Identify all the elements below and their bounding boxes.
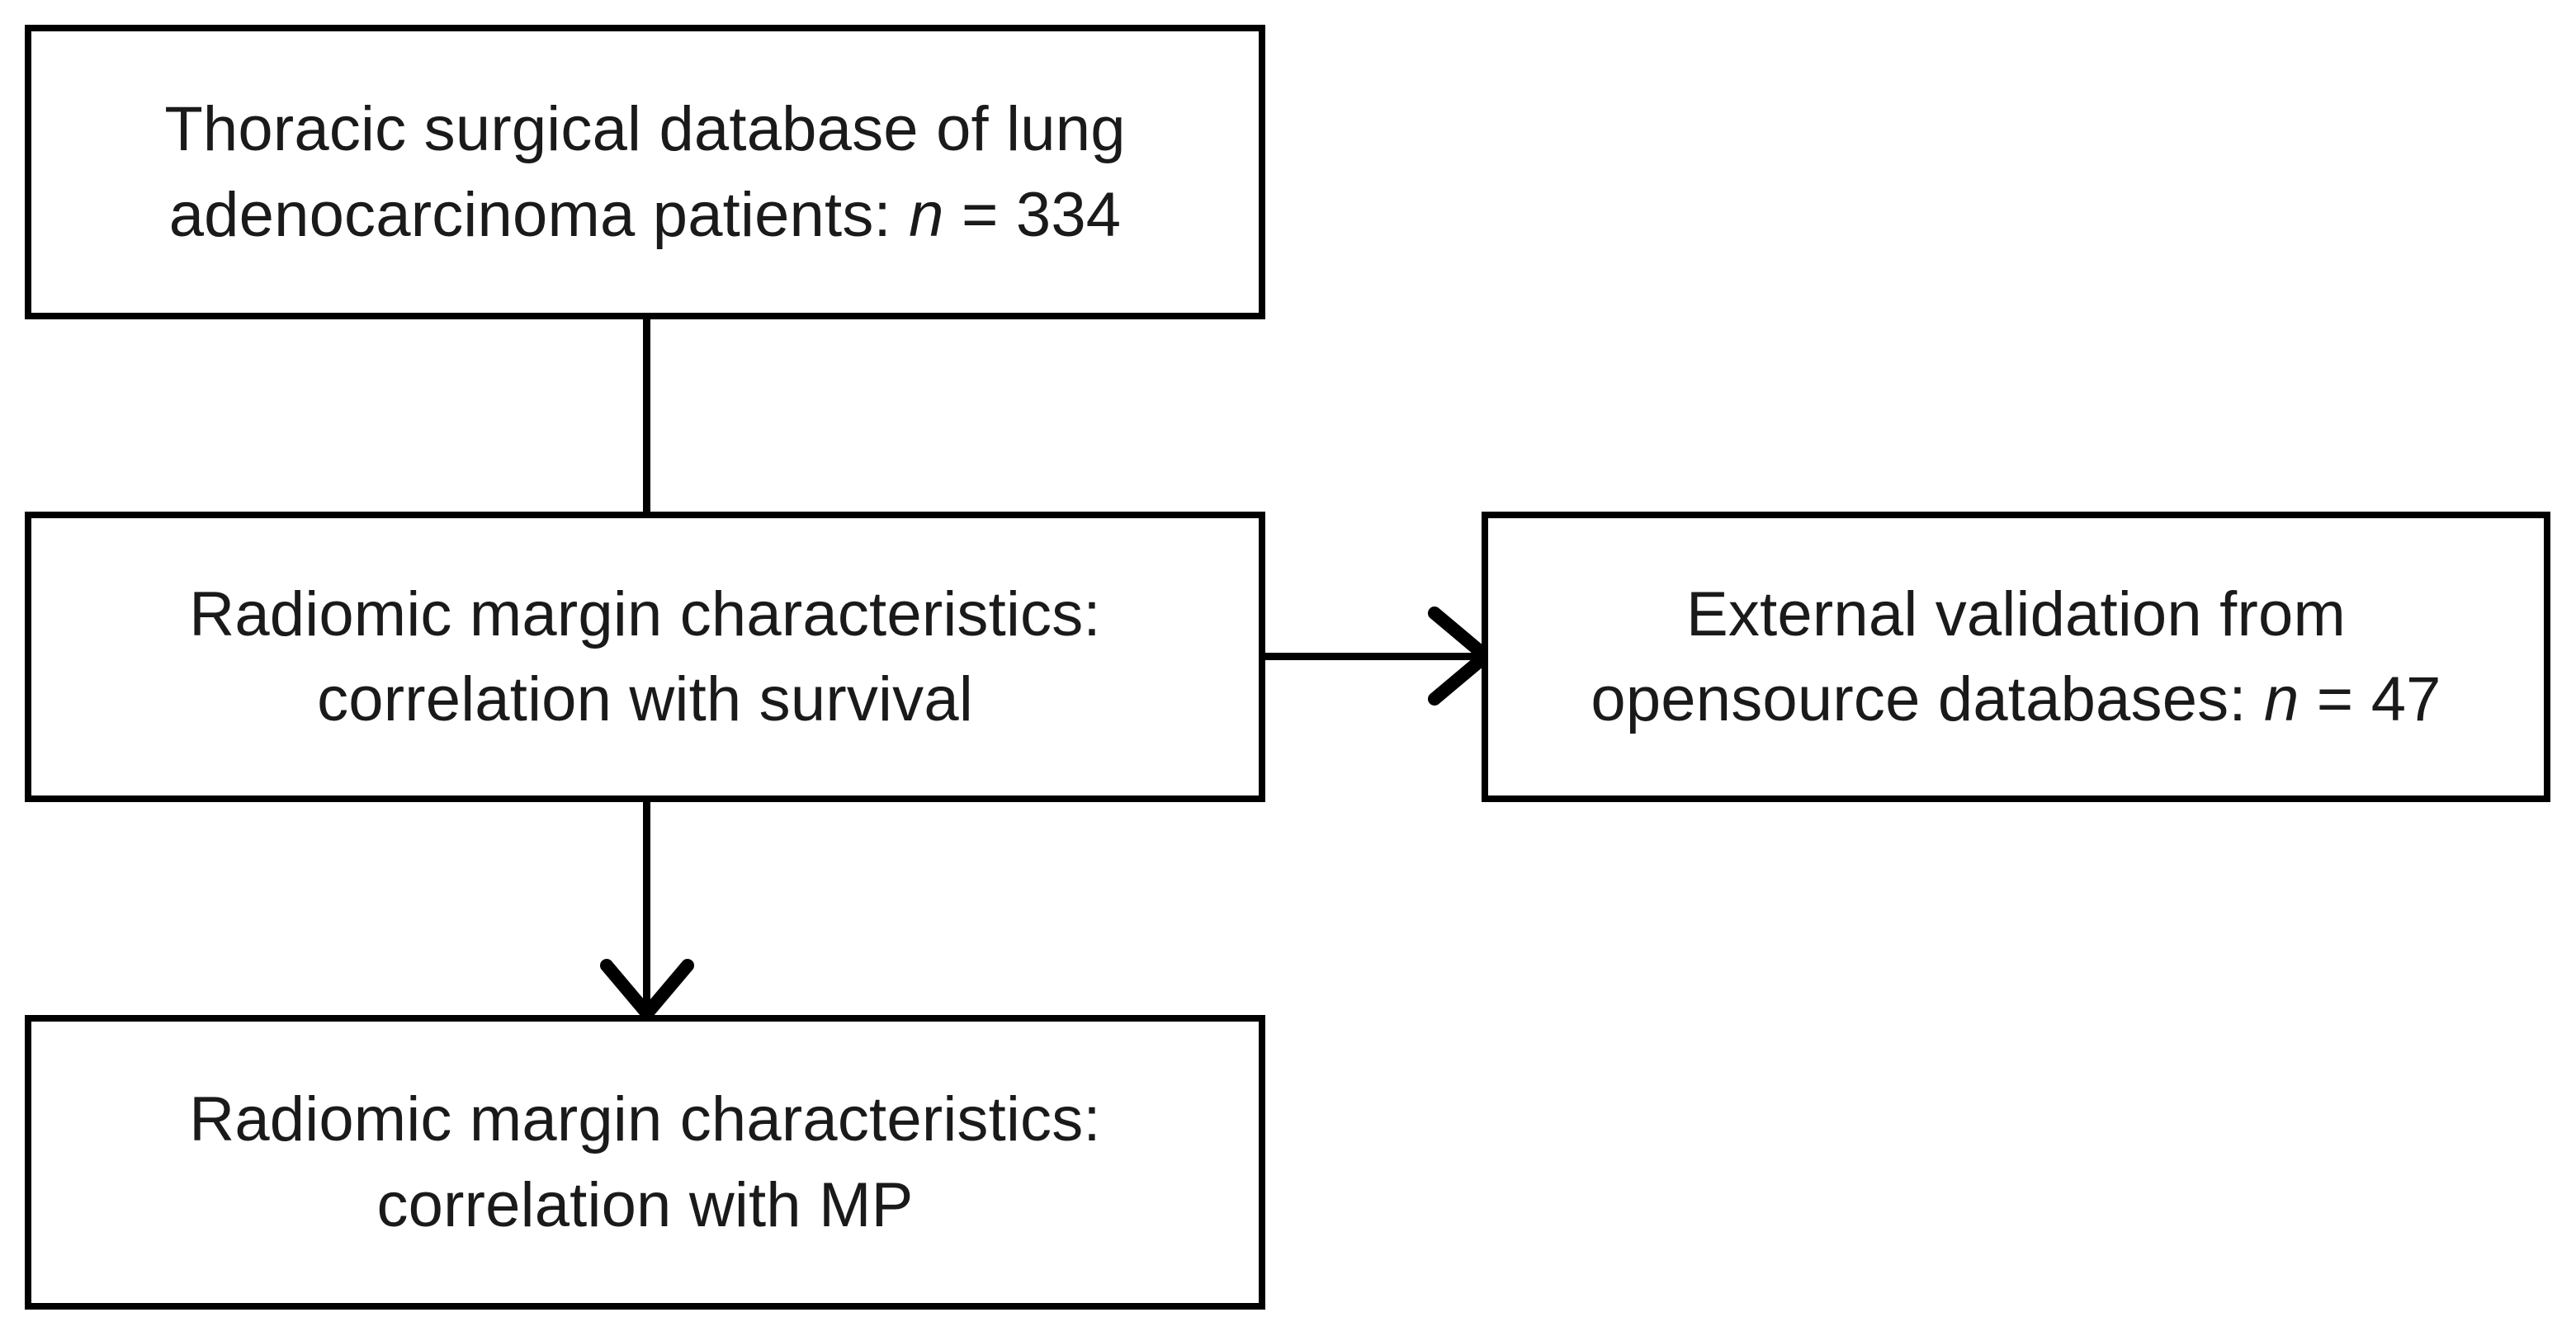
connector-survival-to-mp [643,800,650,1018]
thoracic-surgical-database-label: Thoracic surgical database of lung adenoc… [143,87,1146,257]
external-validation-node: External validation from opensource datab… [1482,512,2550,802]
external-line-2-suffix: = 47 [2299,664,2441,734]
arrowhead-right-icon [1370,595,1494,719]
external-line-1: External validation from [1686,578,2346,649]
connector-survival-to-external [1262,653,1487,660]
radiomic-margin-mp-node: Radiomic margin characteristics: correlat… [25,1015,1265,1310]
connector-cohort-to-survival [643,318,650,515]
radiomic-margin-survival-node: Radiomic margin characteristics: correlat… [25,512,1265,802]
survival-line-2: correlation with survival [317,664,973,734]
radiomic-margin-survival-label: Radiomic margin characteristics: correlat… [168,572,1123,743]
arrowhead-down-icon [588,932,712,1032]
radiomic-margin-mp-label: Radiomic margin characteristics: correlat… [168,1077,1123,1248]
cohort-line-2-suffix: = 334 [943,179,1122,250]
external-line-2-prefix: opensource databases: [1591,664,2265,734]
thoracic-surgical-database-node: Thoracic surgical database of lung adenoc… [25,25,1265,319]
cohort-sample-size-variable: n [909,179,944,250]
cohort-line-2-prefix: adenocarcinoma patients: [168,179,910,250]
cohort-line-1: Thoracic surgical database of lung [164,94,1126,165]
mp-line-2: correlation with MP [376,1169,914,1240]
survival-line-1: Radiomic margin characteristics: [189,578,1101,649]
external-sample-size-variable: n [2264,664,2299,734]
mp-line-1: Radiomic margin characteristics: [189,1084,1101,1155]
external-validation-label: External validation from opensource datab… [1569,572,2462,743]
